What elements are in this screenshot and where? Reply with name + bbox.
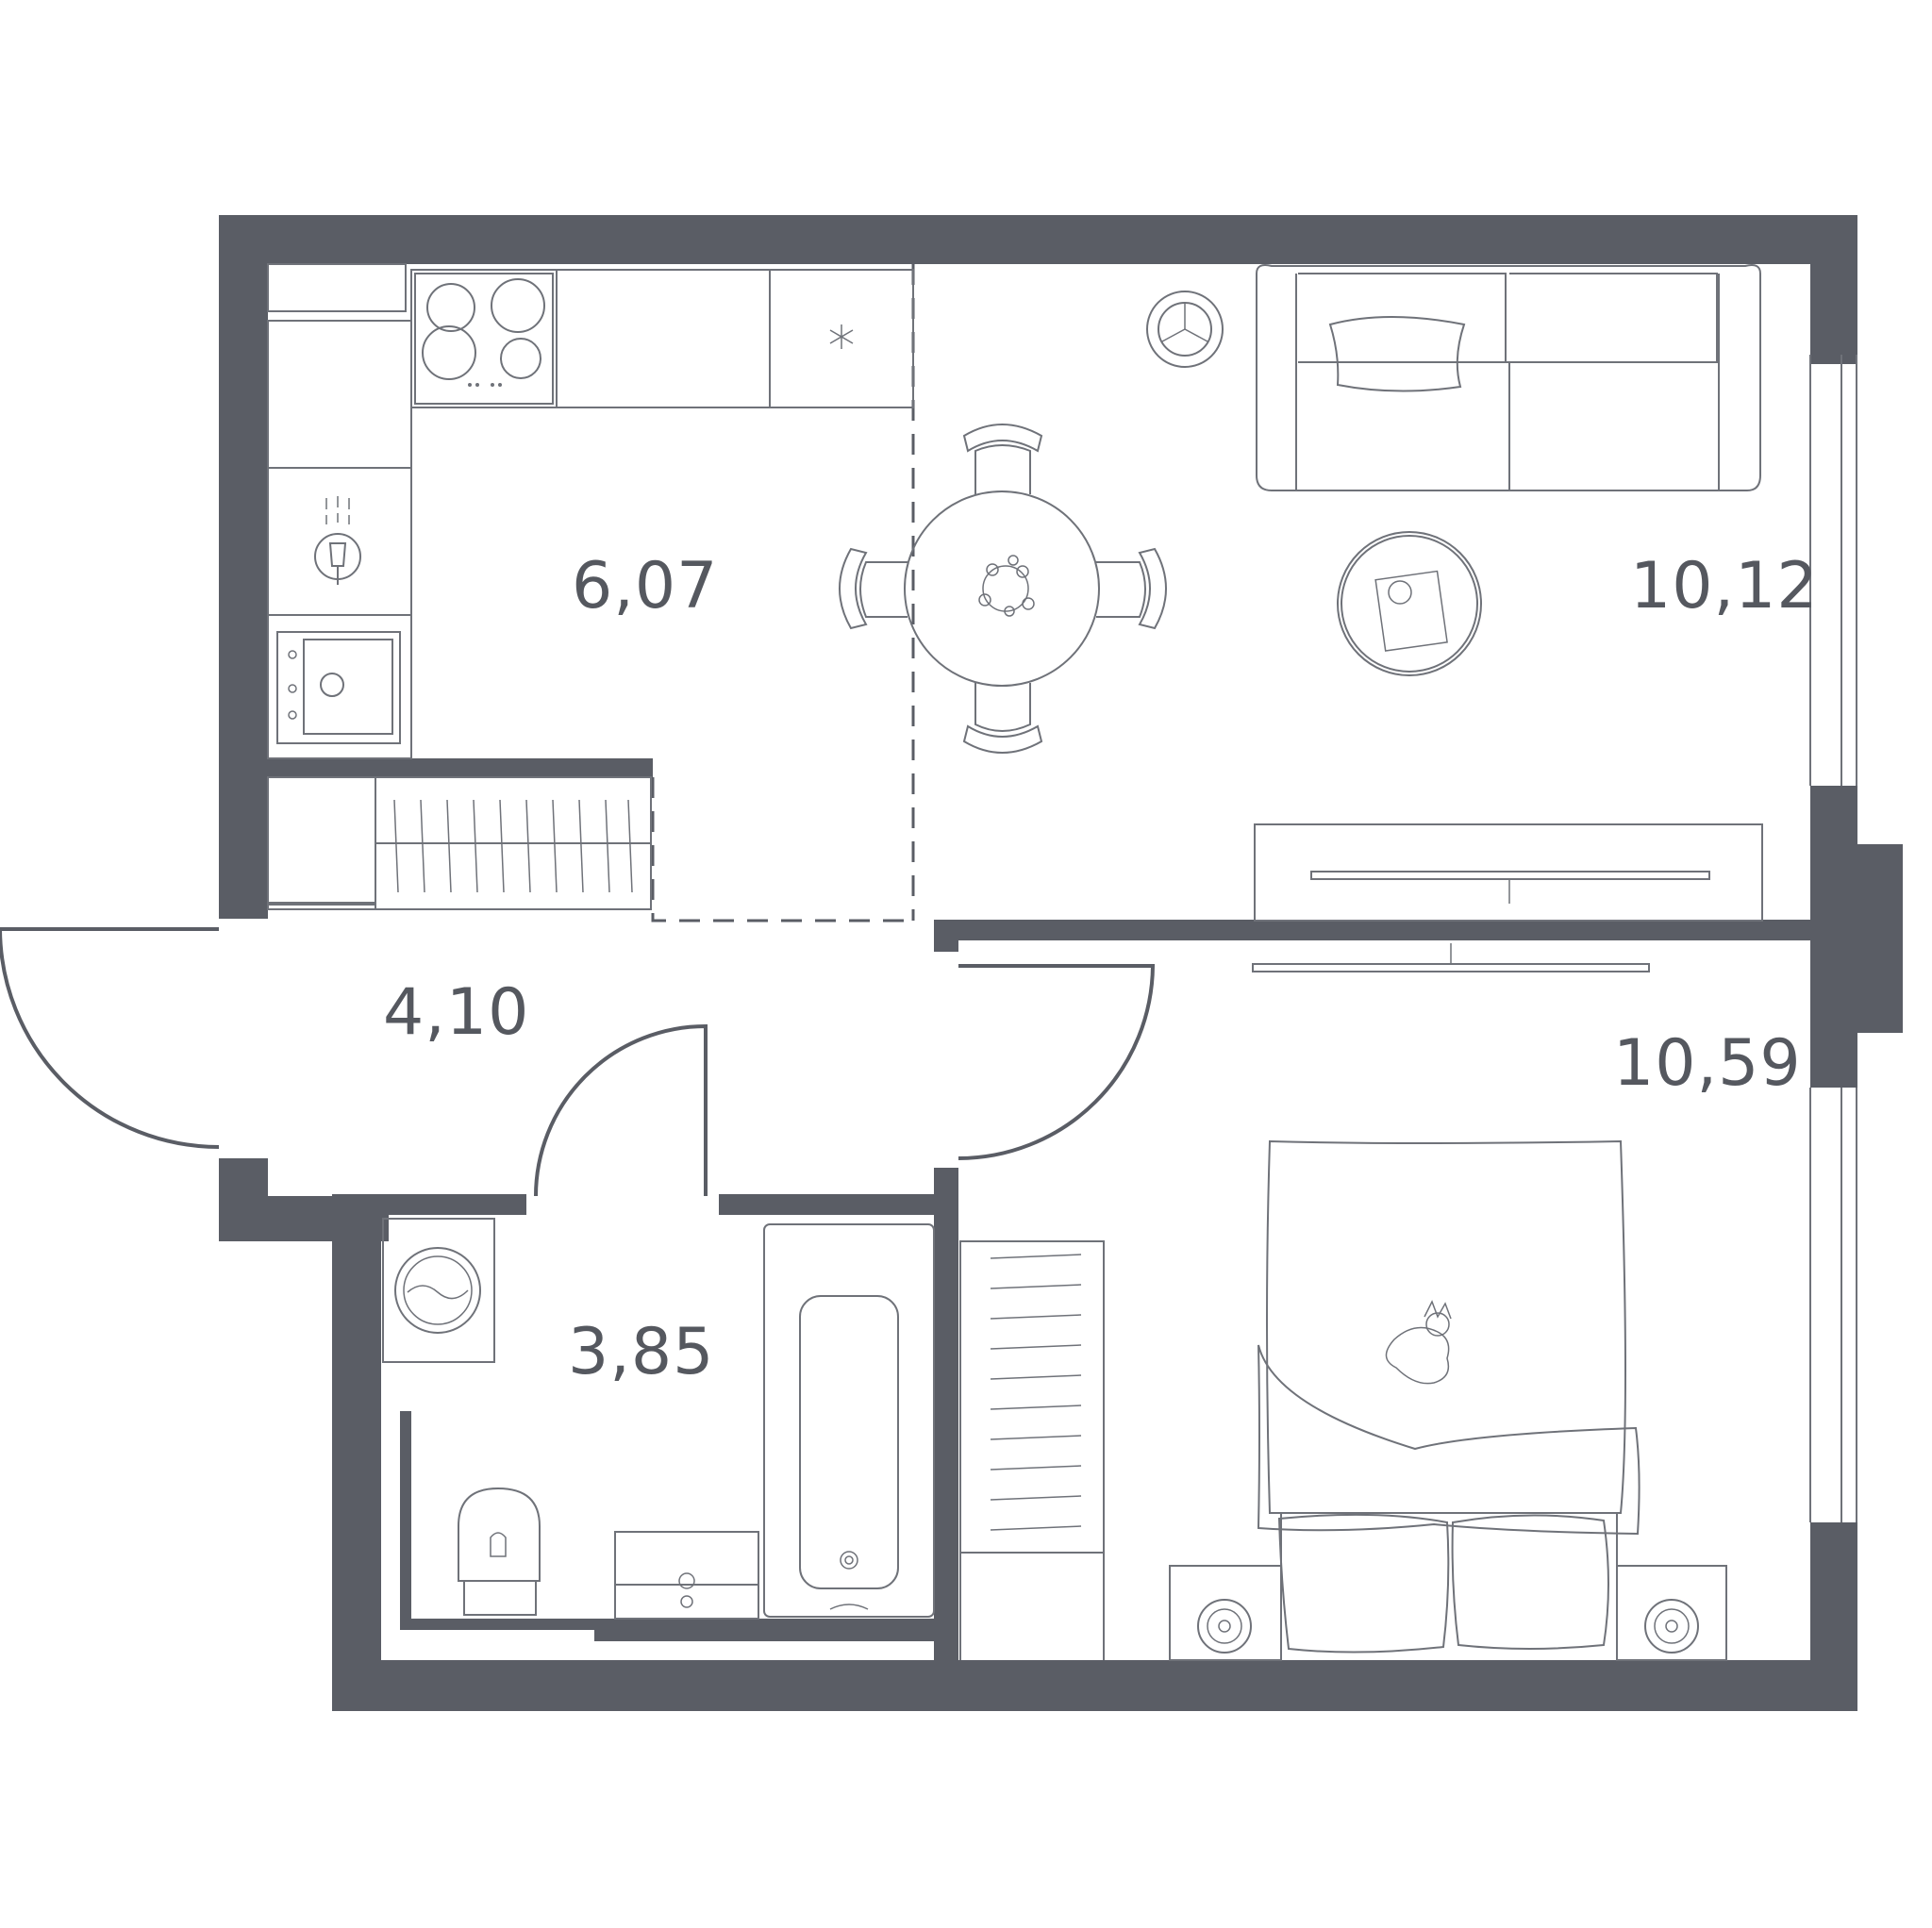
stove-icon — [414, 273, 554, 405]
bedroom-tv — [1252, 943, 1650, 972]
walls — [219, 215, 1903, 1711]
washing-machine-icon — [382, 1218, 495, 1363]
wall-kitchen-storage — [268, 758, 653, 777]
bathtub-icon — [763, 1223, 935, 1618]
dining-table — [904, 490, 1100, 687]
kitchen-counter-left — [267, 320, 412, 759]
sofa — [1256, 264, 1761, 491]
dining-table-set — [839, 424, 1167, 754]
hallway-area-label: 4,10 — [383, 975, 529, 1050]
wall-bathroom-left — [332, 1196, 381, 1711]
living-area-label: 10,12 — [1630, 549, 1819, 623]
bathroom-area-label: 3,85 — [568, 1315, 714, 1389]
bath-duct-bottom-right — [594, 1619, 934, 1641]
wall-stub-living — [934, 920, 958, 952]
dining-chair-top — [962, 424, 1043, 494]
bedroom-area-label: 10,59 — [1613, 1026, 1802, 1101]
bathroom-sink — [614, 1531, 759, 1620]
bathroom-door[interactable] — [534, 1023, 708, 1197]
nightstand-right — [1616, 1565, 1727, 1661]
wall-bath-top-left — [332, 1194, 526, 1215]
wall-bath-bedroom — [934, 1168, 958, 1711]
tv-icon — [1254, 823, 1763, 922]
windows — [1809, 355, 1857, 1522]
living-furniture — [1146, 264, 1763, 922]
kitchen-niche — [267, 263, 407, 312]
area-labels: 6,07 10,12 4,10 10,59 3,85 — [383, 549, 1819, 1389]
bathroom-fixtures — [382, 1218, 935, 1620]
entrance-door[interactable] — [0, 927, 220, 1149]
bath-duct-bottom — [400, 1619, 600, 1630]
wall-bath-top-right — [719, 1194, 958, 1215]
wall-right-middle — [1810, 786, 1857, 1088]
toilet-icon — [458, 1487, 541, 1616]
wall-left-upper — [219, 215, 268, 919]
plant-icon — [978, 555, 1035, 617]
dining-chair-right — [1096, 547, 1167, 630]
lamp-icon — [1644, 1599, 1699, 1654]
wall-top-right-corner — [1810, 215, 1857, 364]
wall-top — [219, 215, 1810, 264]
snowflake-icon — [829, 324, 854, 349]
wall-right-bottom — [1810, 1522, 1857, 1711]
dining-chair-bottom — [962, 683, 1043, 754]
coffee-table — [1337, 531, 1482, 676]
faucet-icon — [314, 496, 361, 585]
bath-duct-left — [400, 1411, 411, 1630]
wall-living-bedroom — [934, 920, 1810, 940]
lamp-icon — [1197, 1599, 1252, 1654]
bedroom-furniture — [959, 943, 1727, 1661]
bedroom-wardrobe — [959, 1240, 1105, 1660]
kitchen-area-label: 6,07 — [572, 549, 718, 623]
nightstand-left — [1169, 1565, 1282, 1661]
storage-wardrobe-kitchen — [267, 776, 652, 910]
cat-icon — [1385, 1300, 1452, 1385]
doors — [0, 927, 1156, 1197]
wall-bottom — [332, 1660, 1857, 1711]
kitchen-sink-icon — [276, 631, 401, 744]
wall-right-pilaster — [1857, 844, 1903, 1033]
bed — [1257, 1139, 1641, 1660]
bedroom-door[interactable] — [958, 964, 1156, 1160]
kitchen-furniture — [267, 269, 914, 910]
dining-chair-left — [839, 547, 908, 630]
clock-icon — [1146, 291, 1224, 368]
